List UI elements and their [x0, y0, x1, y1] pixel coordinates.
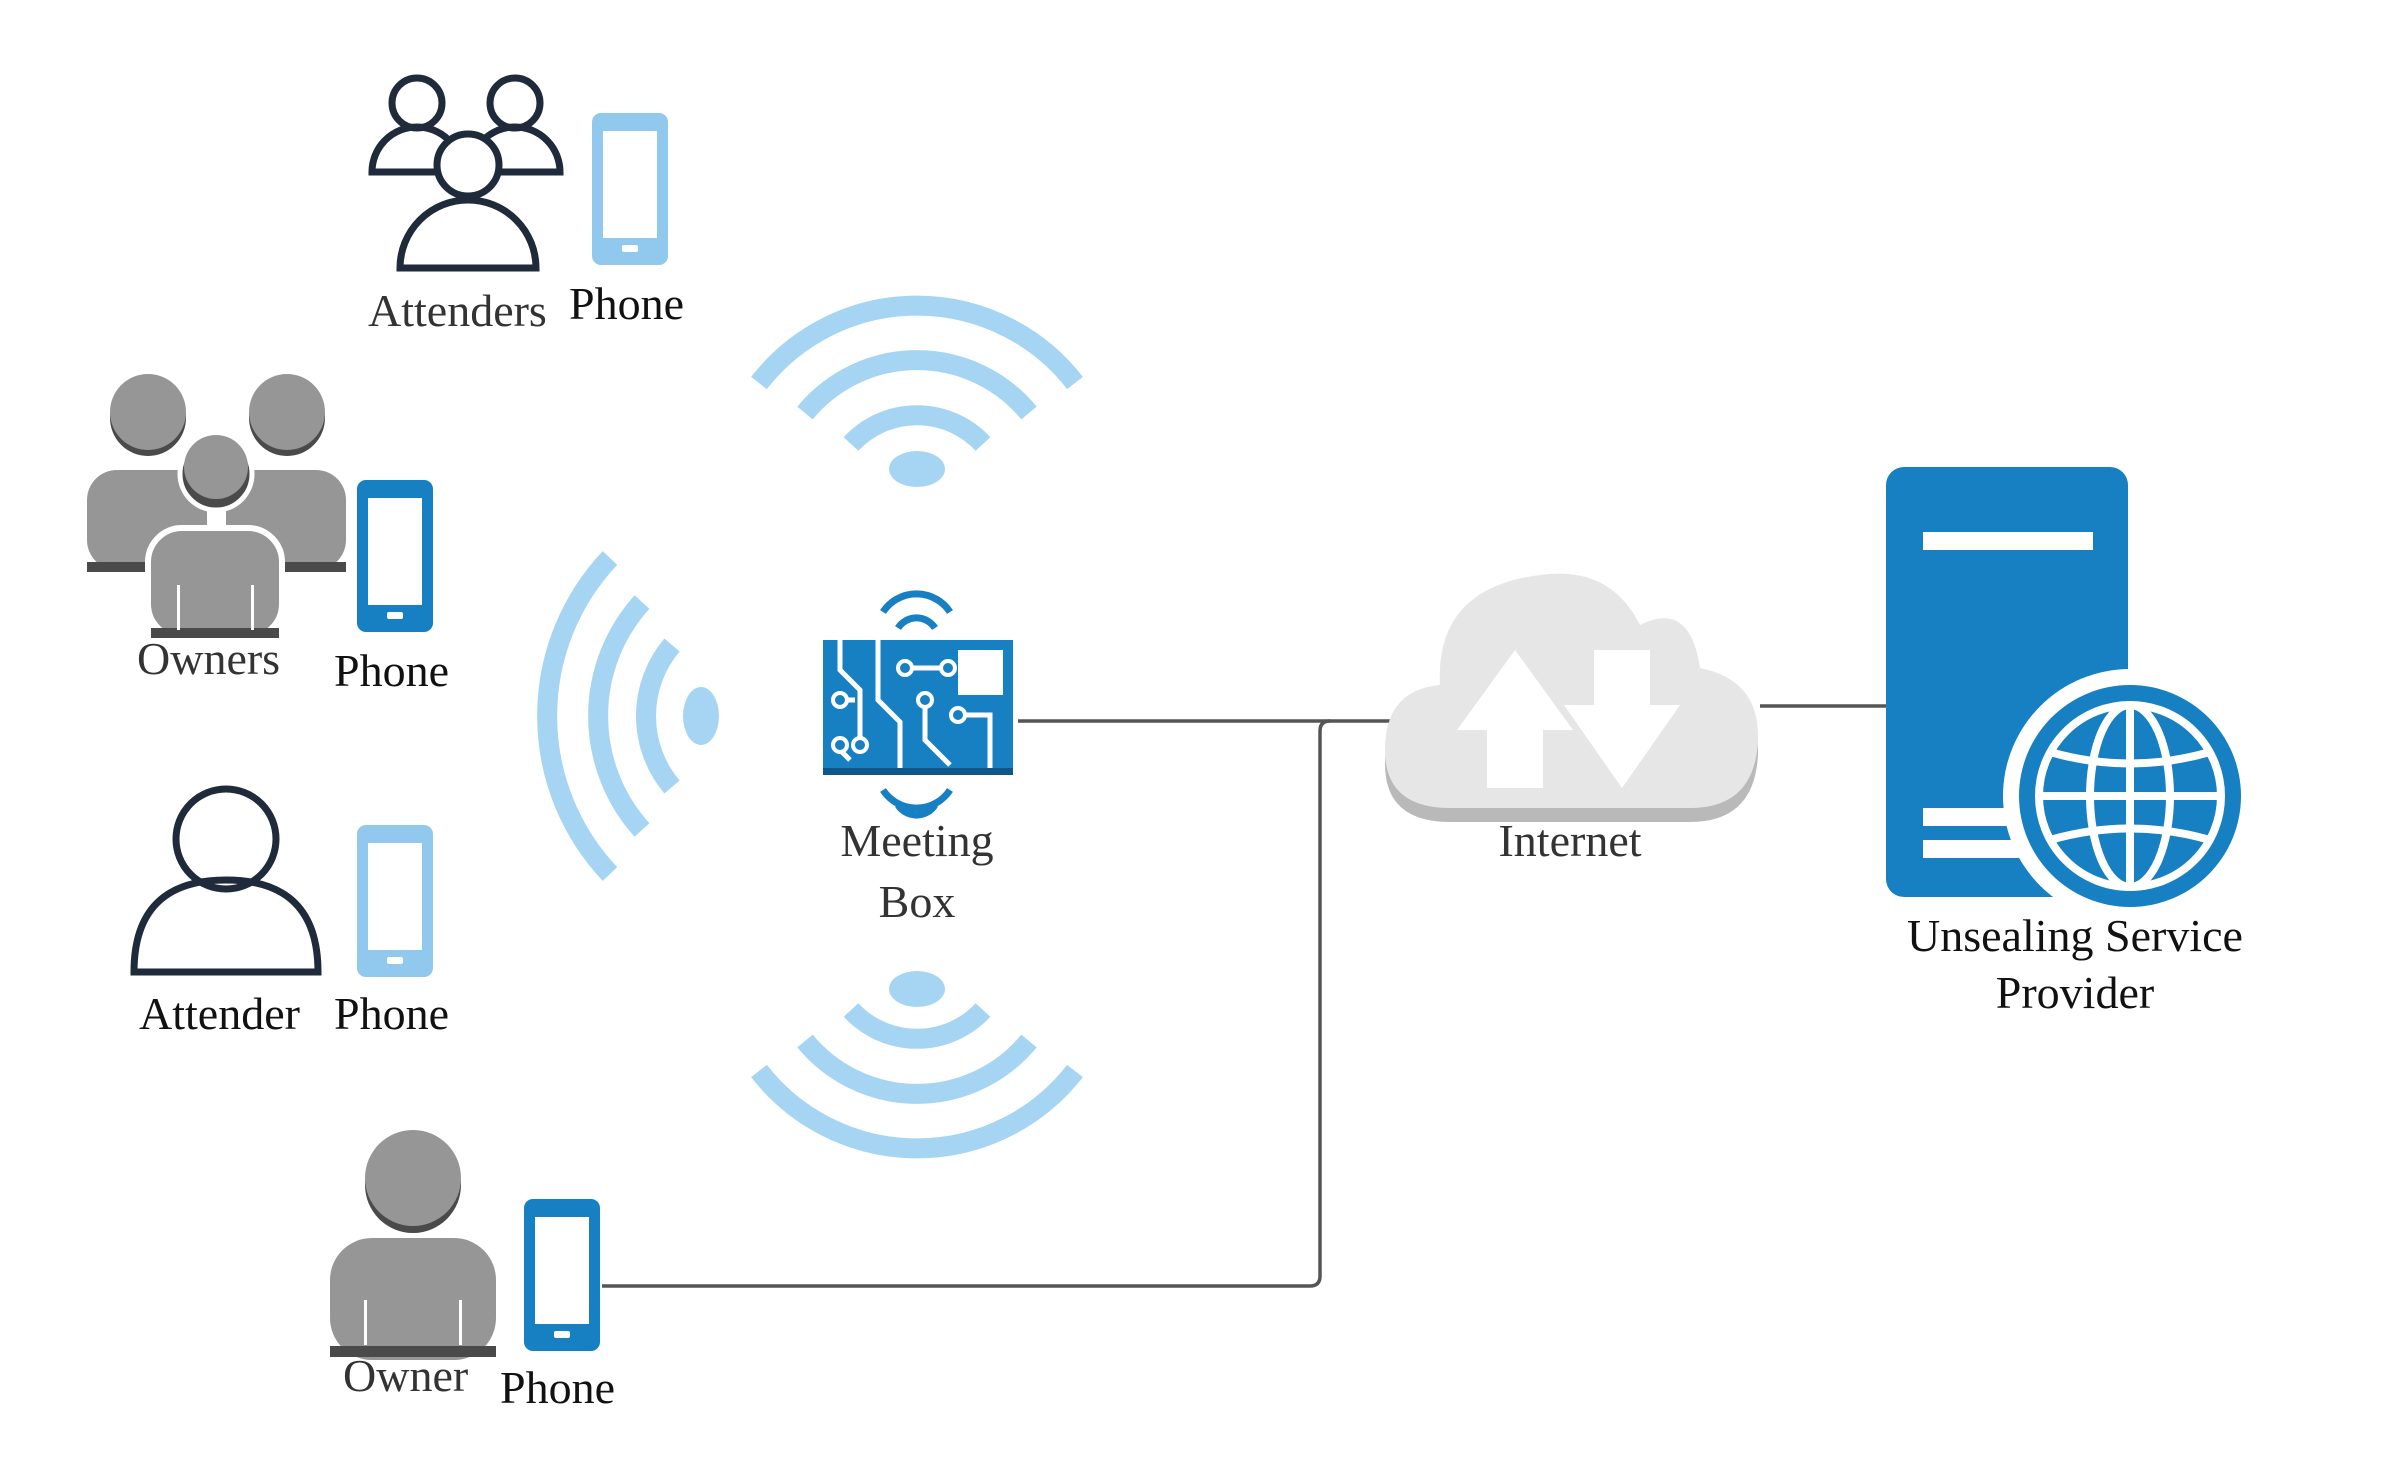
wifi-signal-icon — [751, 971, 1083, 1159]
phone-icon — [357, 825, 433, 977]
globe-icon — [2003, 669, 2257, 923]
internet-label: Internet — [1498, 815, 1642, 866]
link-owner-phone-to-internet — [602, 719, 1331, 1288]
attenders-phone-label: Phone — [569, 278, 684, 329]
attender-icon — [130, 785, 322, 976]
owners-label: Owners — [137, 633, 281, 684]
circuit-board-icon — [823, 590, 1013, 819]
meeting-box-label: Meeting Box — [817, 815, 1017, 929]
connection-lines — [602, 704, 1903, 1288]
phone-icon — [592, 113, 668, 265]
owner-phone-label: Phone — [500, 1362, 615, 1413]
provider-label-line1: Unsealing Service — [1907, 910, 2243, 961]
owner-icon — [330, 1130, 496, 1360]
attender-phone-label: Phone — [334, 988, 449, 1039]
wifi-signal-icon — [751, 295, 1083, 487]
provider-label-line2: Provider — [1995, 966, 2155, 1018]
owners-phone-label: Phone — [334, 645, 449, 696]
attenders-label: Attenders — [368, 285, 547, 336]
wifi-signal-icon — [537, 551, 719, 881]
attender-label: Attender — [139, 988, 300, 1039]
phone-icon — [524, 1199, 600, 1351]
owner-label: Owner — [343, 1350, 469, 1401]
provider-label: Unsealing Service Provider — [1860, 910, 2290, 1020]
cloud-upload-download-icon — [1385, 573, 1759, 822]
meeting-box-label-line1: Meeting — [840, 815, 994, 866]
meeting-box-label-line2: Box — [878, 875, 956, 927]
owners-icon — [87, 374, 346, 641]
phone-icon — [357, 480, 433, 632]
attenders-icon — [368, 74, 564, 272]
